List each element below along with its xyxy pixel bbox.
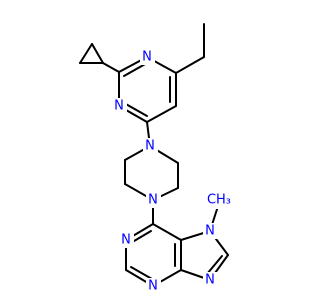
bond-cyclopropyl-a [79, 43, 93, 64]
bond-cyclopropyl-ring [102, 62, 120, 73]
atom-n-purine-9: N [205, 273, 215, 288]
atom-n-piperazine-top: N [145, 139, 155, 154]
molecule-structure-diagram: N N N N N N N N CH₃ [79, 23, 235, 294]
atom-n-purine-3: N [148, 279, 158, 294]
atom-labels: N N N N N N N N CH₃ [112, 49, 235, 294]
bond-purine-c8-n9-double [206, 255, 223, 275]
bond-pyrimidine-c2-n3-double [123, 62, 148, 77]
atom-n-purine-1: N [121, 233, 131, 248]
bond-pyrimidine-c6-n1-double [123, 102, 148, 117]
bond-cyclopropyl-c [91, 43, 104, 64]
atom-methyl-label: CH₃ [207, 193, 231, 208]
atom-n-pyrimidine-top: N [142, 50, 152, 65]
bond-pyrimidine-c5-c6 [146, 105, 177, 123]
atom-n-pyrimidine-bottom: N [114, 99, 124, 114]
atom-n-purine-7: N [205, 224, 215, 239]
atom-n-piperazine-bottom: N [148, 193, 158, 208]
bond-purine-c5-c6 [152, 223, 182, 241]
bond-ethyl-ch2 [175, 56, 205, 74]
bond-purine-c2-n3-double [130, 266, 153, 280]
